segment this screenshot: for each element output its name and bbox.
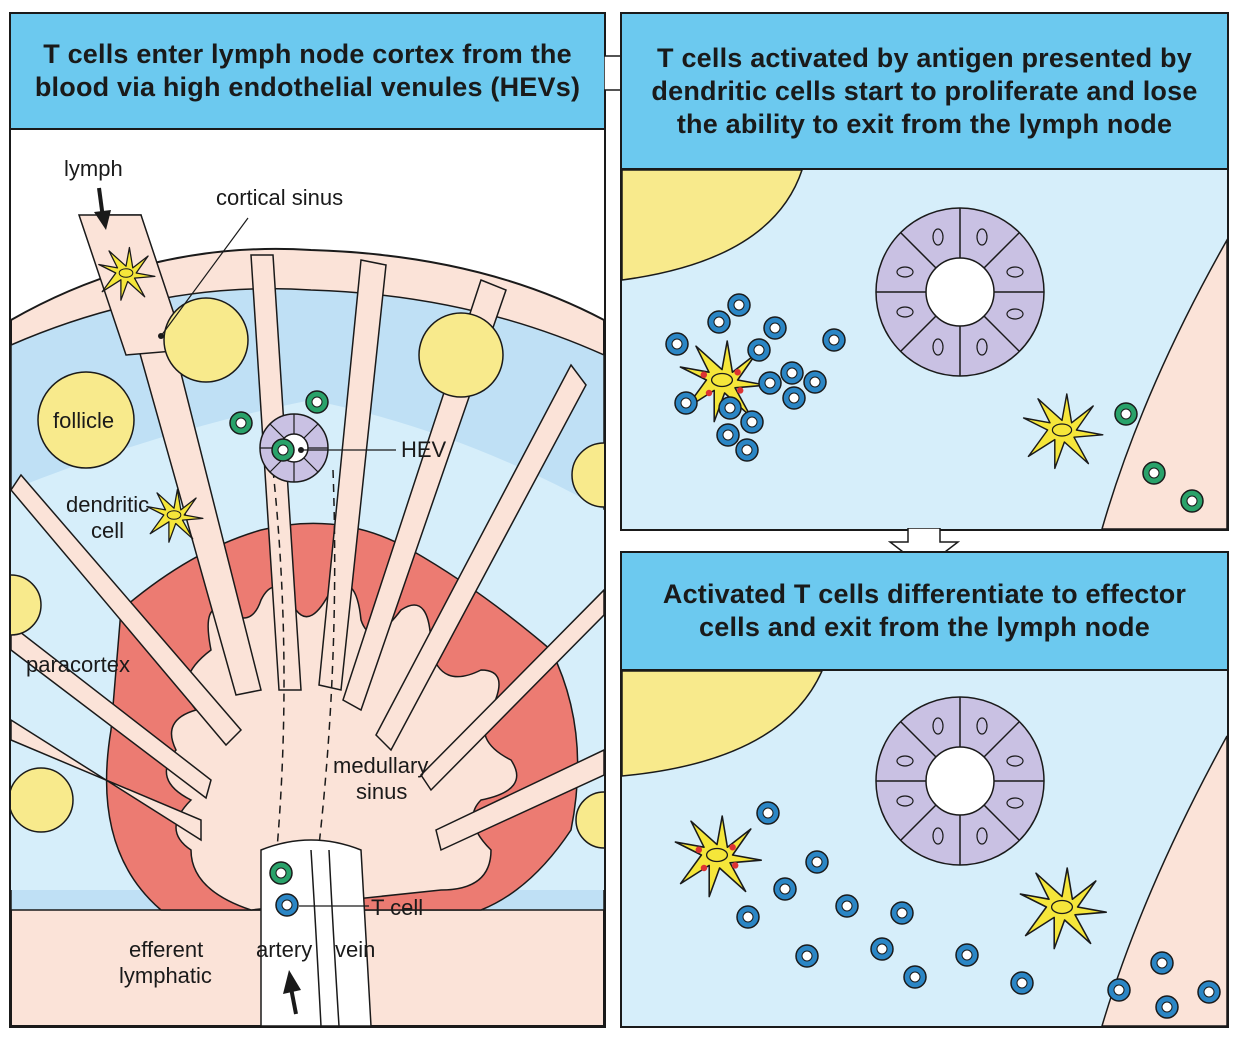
t-cell-in-hev — [271, 438, 295, 462]
label-paracortex: paracortex — [26, 652, 130, 677]
label-vein: vein — [335, 937, 375, 962]
follicle-1 — [37, 371, 135, 469]
lymph-arrow-head — [94, 210, 111, 230]
label-dendritic: dendritic — [66, 492, 149, 517]
follicle-3 — [418, 312, 504, 398]
label-t-cell: T cell — [371, 895, 423, 920]
follicle-edge — [622, 169, 804, 281]
activation-svg — [622, 169, 1227, 529]
label-follicle: follicle — [53, 408, 114, 433]
lymph-node-svg: lymph cortical sinus follicle HEV dendri… — [11, 156, 604, 1026]
follicle-6 — [11, 767, 74, 833]
panel-differentiation-header: Activated T cells differentiate to effec… — [622, 553, 1227, 671]
lymph-node-diagram: lymph cortical sinus follicle HEV dendri… — [11, 130, 604, 1026]
follicle-5 — [11, 574, 42, 636]
t-cell-exiting-green — [269, 861, 293, 885]
follicle-edge — [622, 670, 824, 777]
label-dendritic-cell: cell — [91, 518, 124, 543]
panel-activation-header: T cells activated by antigen presented b… — [622, 14, 1227, 170]
follicles — [11, 297, 604, 849]
panel-hev-entry-title: T cells enter lymph node cortex from the… — [34, 39, 581, 102]
label-efferent: efferent — [129, 937, 203, 962]
naive-t-cells — [1114, 402, 1204, 513]
dendritic-cell-presenting — [674, 815, 762, 898]
label-medullary: medullary — [333, 753, 428, 778]
hev-venule — [875, 207, 1045, 377]
panel-hev-entry-header: T cells enter lymph node cortex from the… — [11, 14, 604, 130]
artery-arrow — [289, 987, 298, 1015]
leader-lines — [160, 217, 396, 907]
differentiation-scene — [622, 670, 1227, 1026]
t-cell-exiting-blue — [275, 893, 299, 917]
dendritic-cell — [1022, 393, 1104, 470]
activation-scene — [622, 169, 1227, 529]
dendritic-cell-presenting — [679, 340, 767, 423]
label-lymphatic: lymphatic — [119, 963, 212, 988]
label-cortical-sinus: cortical sinus — [216, 185, 343, 210]
label-lymph: lymph — [64, 156, 123, 181]
hev-venule — [875, 696, 1045, 866]
panel-activation: T cells activated by antigen presented b… — [620, 12, 1229, 531]
sinus-edge — [1101, 238, 1227, 529]
differentiation-svg — [622, 670, 1227, 1026]
follicle-4 — [571, 442, 604, 508]
panel-activation-title: T cells activated by antigen presented b… — [651, 42, 1198, 139]
panel-differentiation-title: Activated T cells differentiate to effec… — [662, 579, 1187, 642]
proliferating-t-cells — [665, 293, 846, 462]
t-cell-green — [305, 390, 329, 414]
label-medullary-sinus: sinus — [356, 779, 407, 804]
panel-hev-entry: T cells enter lymph node cortex from the… — [9, 12, 606, 1028]
leader-dot — [158, 333, 164, 339]
vein — [310, 849, 340, 1026]
panel-differentiation: Activated T cells differentiate to effec… — [620, 551, 1229, 1028]
sinus-edge — [1101, 735, 1227, 1026]
dendritic-cell — [1019, 867, 1107, 950]
effector-t-cells — [736, 801, 1221, 1019]
label-artery: artery — [256, 937, 312, 962]
follicle-7 — [575, 791, 604, 849]
t-cell-green — [229, 411, 253, 435]
artery-arrow-head — [283, 970, 301, 994]
leader-dot — [298, 447, 304, 453]
follicle-2 — [163, 297, 249, 383]
label-hev: HEV — [401, 437, 447, 462]
